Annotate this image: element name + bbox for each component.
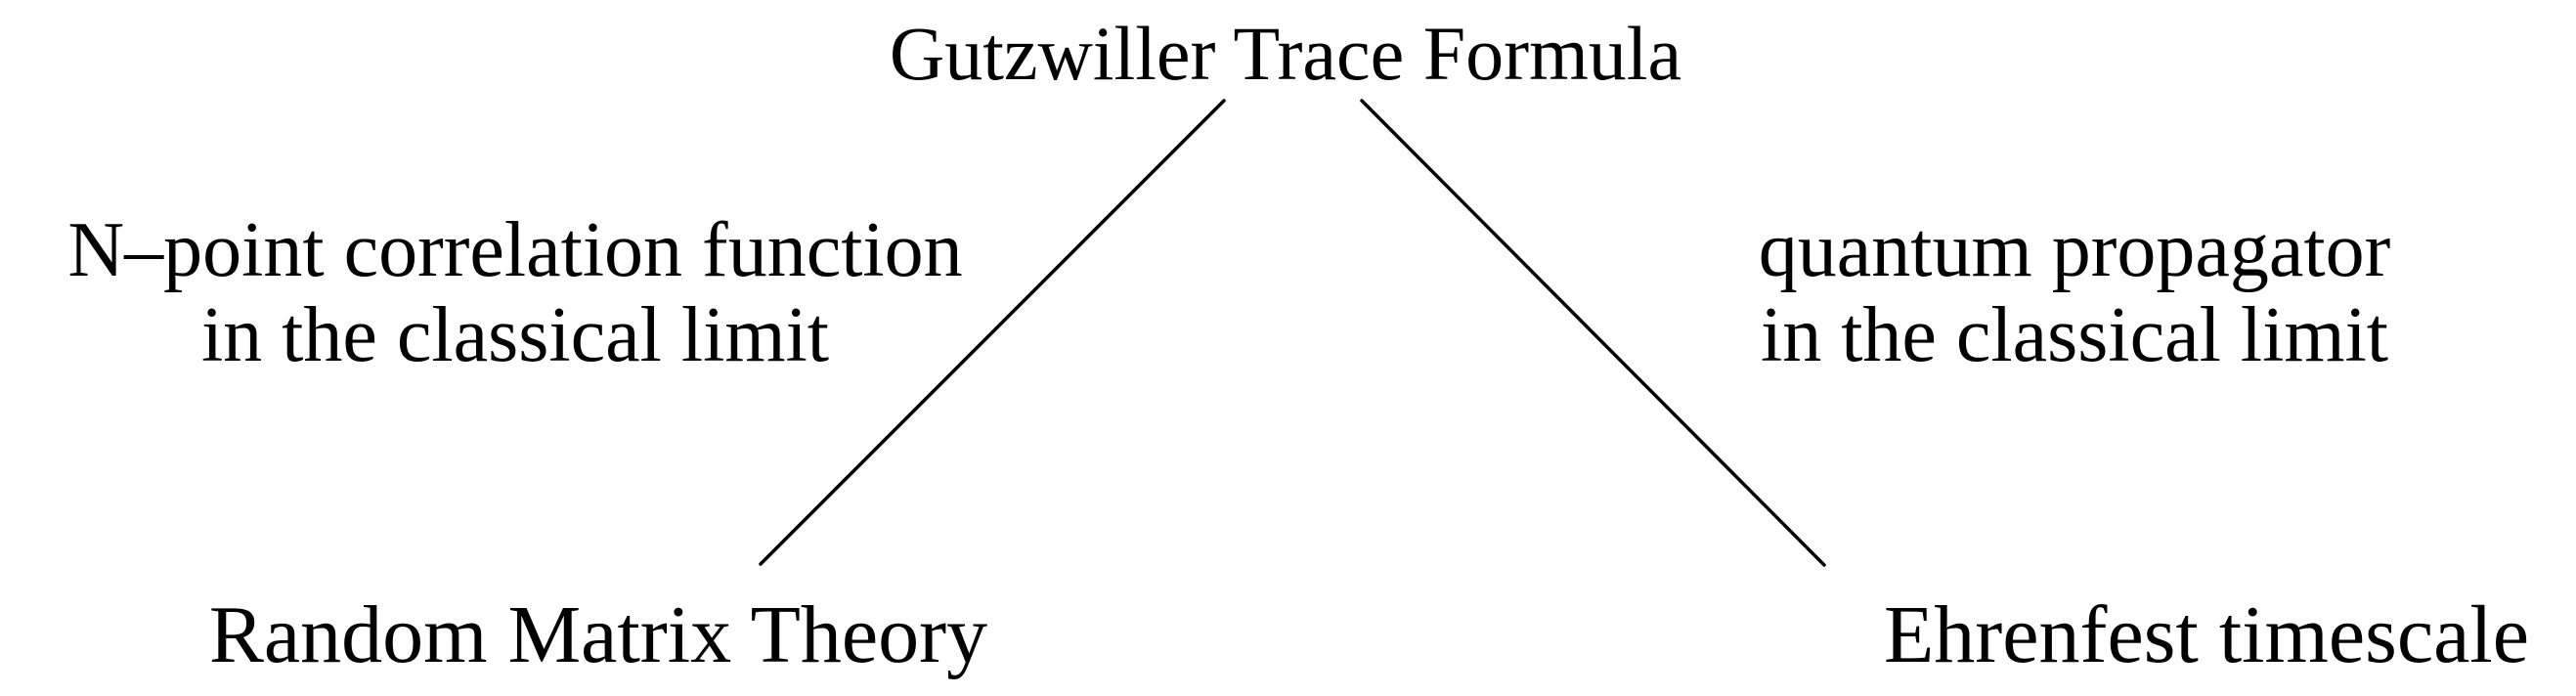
node-gutzwiller-trace-formula: Gutzwiller Trace Formula — [890, 16, 1681, 92]
node-n-point-correlation-function: N–point correlation function in the clas… — [67, 206, 963, 378]
node-quantum-propagator-line2: in the classical limit — [1760, 292, 2389, 378]
node-ehrenfest-timescale: Ehrenfest timescale — [1884, 594, 2529, 676]
node-gutzwiller-trace-formula-label: Gutzwiller Trace Formula — [889, 11, 1682, 96]
node-n-point-correlation-function-line2: in the classical limit — [200, 292, 830, 378]
node-random-matrix-theory-label: Random Matrix Theory — [208, 589, 988, 680]
node-ehrenfest-timescale-label: Ehrenfest timescale — [1883, 589, 2530, 680]
node-quantum-propagator-line1: quantum propagator — [1758, 206, 2391, 293]
node-random-matrix-theory: Random Matrix Theory — [209, 594, 987, 676]
edge-right-diagonal-line — [1360, 99, 1826, 567]
edge-left-diagonal-line — [759, 99, 1226, 566]
node-n-point-correlation-function-line1: N–point correlation function — [67, 206, 963, 293]
node-quantum-propagator: quantum propagator in the classical limi… — [1758, 206, 2391, 378]
